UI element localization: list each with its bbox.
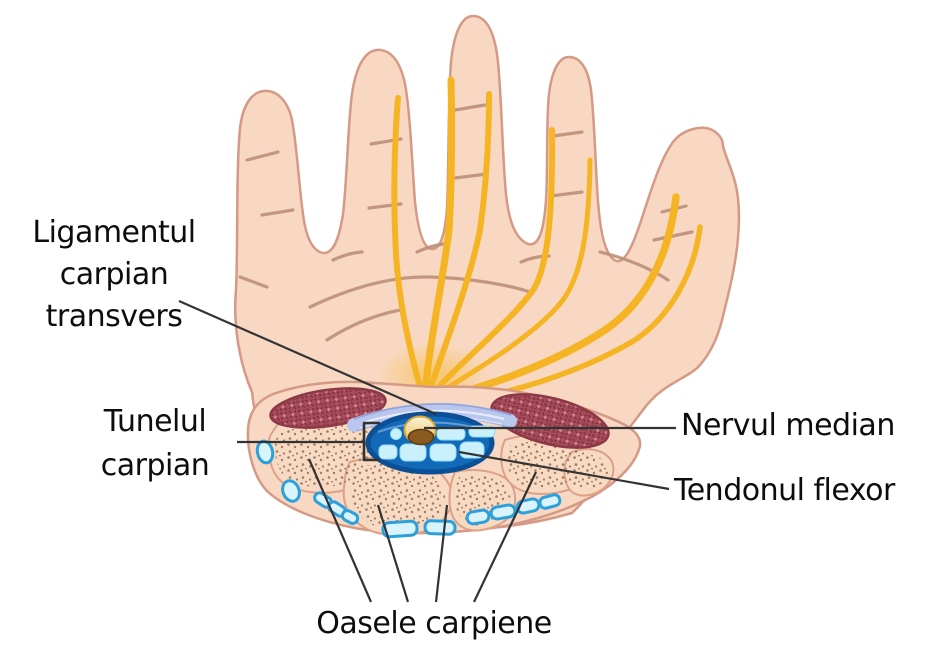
tunnel-bracket — [362, 421, 380, 462]
leader-flexor-tendon — [458, 450, 670, 491]
label-transverse-carpal-ligament: Ligamentul carpian transvers — [6, 212, 222, 338]
label-carpal-tunnel: Tunelul carpian — [72, 400, 238, 488]
label-median-nerve: Nervul median — [681, 408, 895, 443]
leader-carpal-bone-3 — [434, 504, 449, 603]
label-line: carpian — [59, 257, 169, 292]
label-line: Ligamentul — [32, 215, 196, 250]
leader-carpal-bone-2 — [376, 504, 410, 603]
tunnel-tendons — [378, 425, 496, 462]
label-line: Tunelul — [103, 404, 207, 439]
carpal-bones-stipple — [274, 424, 609, 530]
outer-tendons — [255, 439, 562, 539]
label-line: carpian — [100, 448, 210, 483]
leader-lines — [178, 299, 676, 603]
label-flexor-tendon: Tendonul flexor — [674, 473, 895, 508]
leader-ligament — [178, 299, 437, 416]
transverse-ligament — [347, 403, 517, 432]
median-nerve-cross-section — [403, 415, 437, 446]
muscle-right — [490, 393, 610, 449]
label-line: transvers — [45, 299, 183, 334]
nerve-branches — [391, 76, 703, 407]
leader-carpal-bone-4 — [473, 471, 537, 603]
label-carpal-bones: Oasele carpiene — [316, 606, 552, 641]
leader-carpal-bone-1 — [307, 458, 373, 603]
